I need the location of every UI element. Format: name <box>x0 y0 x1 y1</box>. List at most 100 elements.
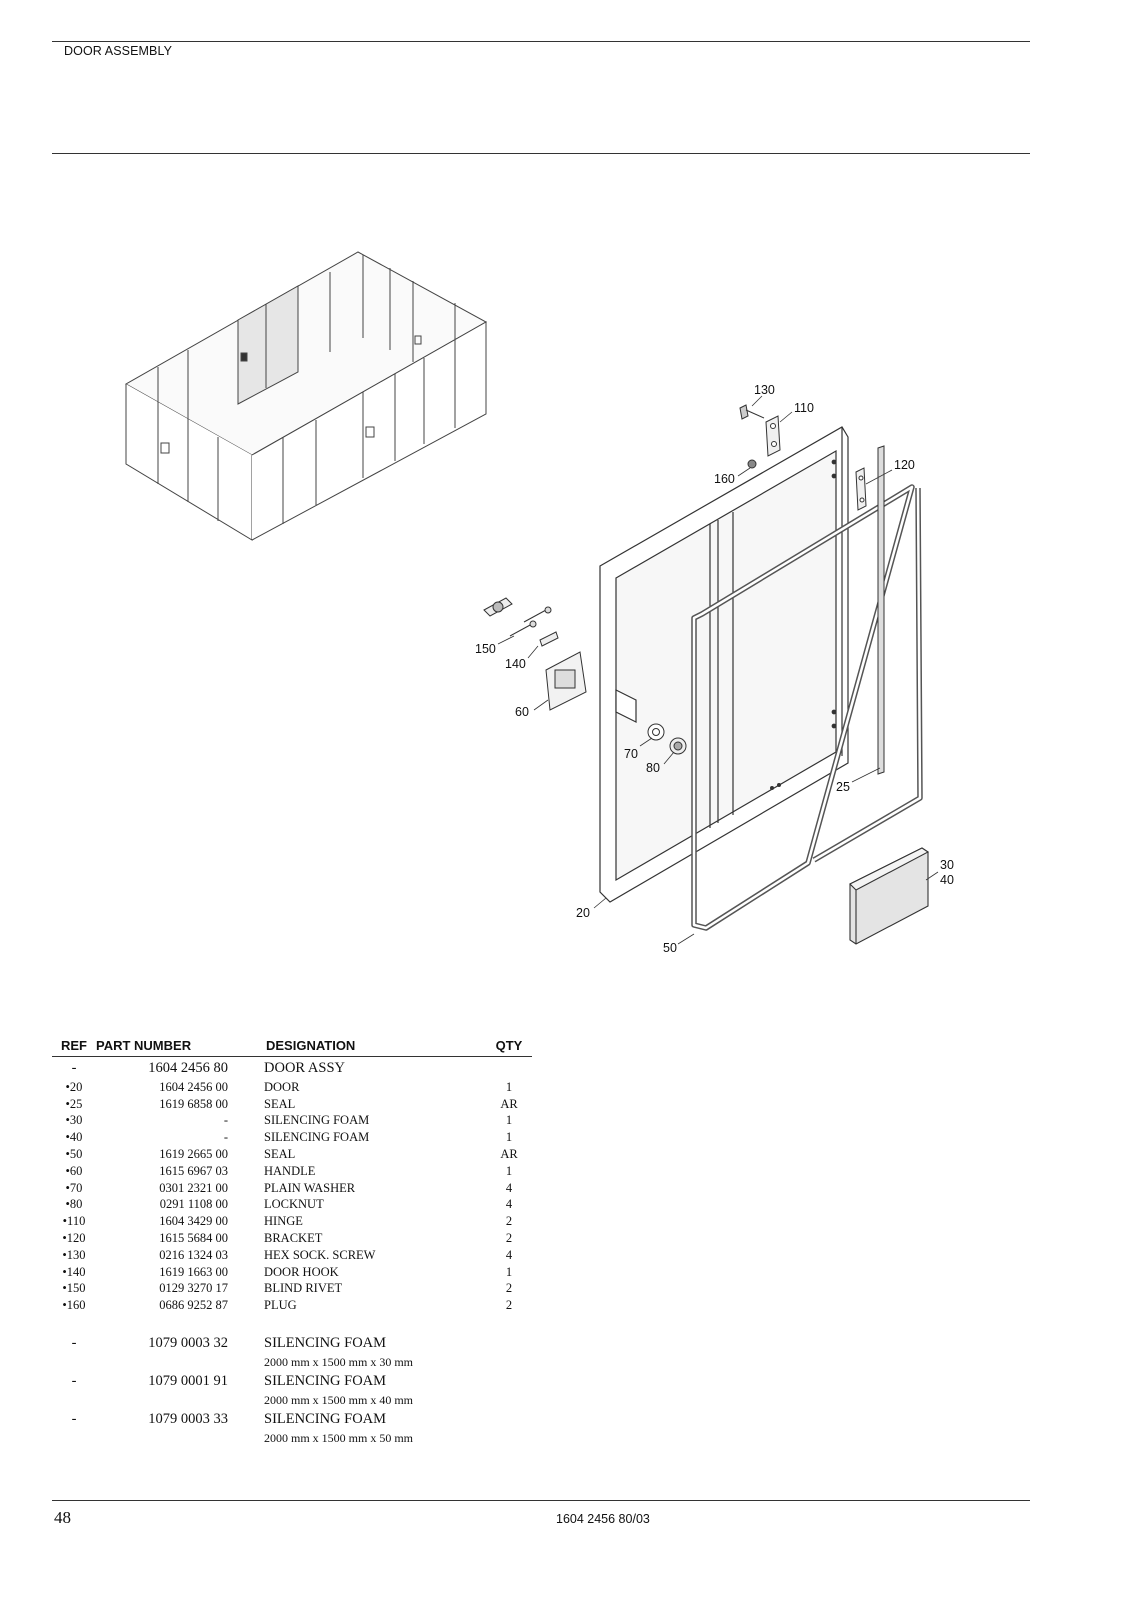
silencing-foam-block <box>849 847 930 945</box>
designation-cell: HEX SOCK. SCREW <box>264 1247 376 1262</box>
callout-80: 80 <box>646 761 660 775</box>
qty-cell: 1 <box>505 1130 513 1145</box>
callout-160: 160 <box>714 472 735 486</box>
designation-cell: LOCKNUT <box>264 1197 324 1212</box>
callout-50: 50 <box>663 941 677 955</box>
designation-cell: BRACKET <box>264 1231 323 1246</box>
empty-cell <box>52 1430 96 1446</box>
designation-cell: SILENCING FOAM <box>264 1372 387 1389</box>
designation-cell: HINGE <box>264 1214 303 1229</box>
callout-25: 25 <box>836 780 850 794</box>
handle-hardware <box>483 597 687 755</box>
enclosure-illustration <box>124 251 488 541</box>
document-number: 1604 2456 80/03 <box>556 1512 650 1526</box>
ref-cell: •80 <box>65 1197 83 1212</box>
col-designation: DESIGNATION <box>264 1036 486 1057</box>
designation-cell: BLIND RIVET <box>264 1281 343 1296</box>
qty-cell: 1 <box>505 1113 513 1128</box>
callout-120: 120 <box>894 458 915 472</box>
header-bottom-rule <box>52 153 1030 154</box>
spacer-cell <box>52 1314 532 1332</box>
designation-cell: SEAL <box>264 1096 296 1111</box>
dimension-row: 2000 mm x 1500 mm x 40 mm <box>52 1392 532 1408</box>
qty-cell: AR <box>500 1096 518 1111</box>
callout-60: 60 <box>515 705 529 719</box>
designation-cell: SILENCING FOAM <box>264 1130 370 1145</box>
main-assembly-row: - 1604 2456 80 DOOR ASSY <box>52 1057 532 1080</box>
qty-cell: 2 <box>505 1281 513 1296</box>
designation-cell: DOOR HOOK <box>264 1264 339 1279</box>
parts-list-table: REF PART NUMBER DESIGNATION QTY - 1604 2… <box>52 1036 532 1446</box>
callout-40: 40 <box>940 873 954 887</box>
col-part-number: PART NUMBER <box>96 1036 264 1057</box>
ref-cell: •150 <box>62 1281 86 1296</box>
dimension-row: 2000 mm x 1500 mm x 30 mm <box>52 1354 532 1370</box>
designation-cell: SILENCING FOAM <box>264 1334 387 1351</box>
qty-cell: 4 <box>505 1197 513 1212</box>
empty-cell <box>96 1354 264 1370</box>
qty-cell: 2 <box>505 1231 513 1246</box>
hinge-hardware <box>739 404 867 511</box>
part-number-cell: 1079 0003 32 <box>148 1334 228 1351</box>
part-number-cell: - <box>223 1113 228 1128</box>
designation-cell: HANDLE <box>264 1163 316 1178</box>
page-number: 48 <box>54 1508 71 1527</box>
qty-cell <box>486 1370 532 1392</box>
table-row: •150 0129 3270 17 BLIND RIVET 2 <box>52 1281 532 1298</box>
door-frame <box>599 426 849 903</box>
empty-cell <box>52 1392 96 1408</box>
qty-cell: 2 <box>505 1214 513 1229</box>
ref-cell: - <box>71 1372 77 1389</box>
ref-cell: •30 <box>65 1113 83 1128</box>
ref-cell: •140 <box>62 1264 86 1279</box>
empty-cell <box>486 1354 532 1370</box>
qty-cell <box>486 1408 532 1430</box>
designation-cell: SILENCING FOAM <box>264 1113 370 1128</box>
empty-cell <box>486 1430 532 1446</box>
part-number-cell: 1604 2456 00 <box>159 1079 228 1094</box>
callout-labels: 130 110 120 160 150 140 60 70 80 25 30 4… <box>475 383 954 955</box>
part-number-cell: 1619 2665 00 <box>159 1147 228 1162</box>
empty-cell <box>52 1354 96 1370</box>
ref-cell: •120 <box>62 1231 86 1246</box>
top-rule <box>52 41 1030 42</box>
ref-cell: •25 <box>65 1096 83 1111</box>
part-number-cell: 1619 6858 00 <box>159 1096 228 1111</box>
dimension-cell: 2000 mm x 1500 mm x 30 mm <box>264 1354 414 1369</box>
ref-cell: - <box>71 1410 77 1427</box>
seal-gasket-50 <box>691 484 923 931</box>
table-spacer <box>52 1314 532 1332</box>
ref-cell: •130 <box>62 1247 86 1262</box>
ref-cell: - <box>71 1059 77 1076</box>
designation-cell: PLAIN WASHER <box>264 1180 356 1195</box>
part-number-cell: 0129 3270 17 <box>159 1281 228 1296</box>
part-number-cell: 1619 1663 00 <box>159 1264 228 1279</box>
ref-cell: •160 <box>62 1298 86 1313</box>
part-number-cell: 1604 2456 80 <box>148 1059 228 1076</box>
part-number-cell: 1615 6967 03 <box>159 1163 228 1178</box>
designation-cell: DOOR <box>264 1079 300 1094</box>
section-title: DOOR ASSEMBLY <box>64 44 173 58</box>
callout-110: 110 <box>794 401 814 415</box>
empty-cell <box>96 1430 264 1446</box>
footer-rule <box>52 1500 1030 1501</box>
qty-cell: 1 <box>505 1079 513 1094</box>
qty-cell: 2 <box>505 1298 513 1313</box>
qty-cell: 1 <box>505 1163 513 1178</box>
designation-cell: SEAL <box>264 1147 296 1162</box>
col-ref: REF <box>52 1036 96 1057</box>
part-number-cell: - <box>223 1130 228 1145</box>
qty-cell <box>486 1057 532 1080</box>
ref-cell: •110 <box>62 1214 86 1229</box>
qty-cell <box>486 1332 532 1354</box>
dimension-cell: 2000 mm x 1500 mm x 40 mm <box>264 1392 414 1407</box>
